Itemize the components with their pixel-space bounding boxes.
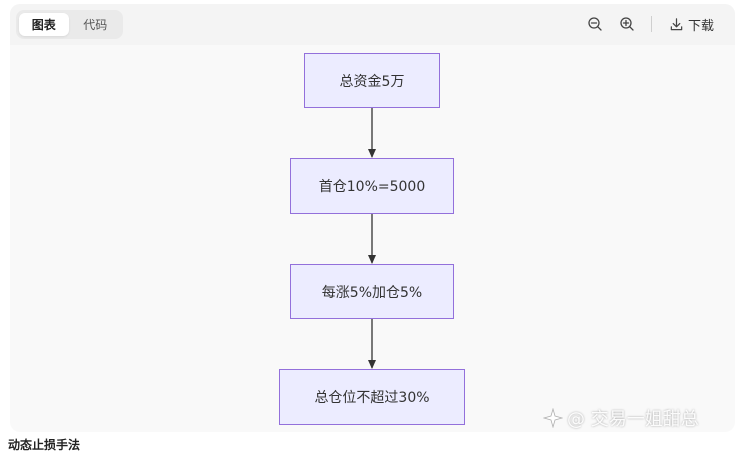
- tab-chart[interactable]: 图表: [19, 13, 69, 36]
- view-toggle: 图表 代码: [16, 10, 123, 39]
- zoom-out-icon: [588, 17, 602, 31]
- zoom-in-button[interactable]: [617, 14, 637, 34]
- flow-node-position-cap: 总仓位不超过30%: [279, 369, 465, 425]
- diagram-card: 图表 代码 下载: [10, 4, 735, 432]
- flow-node-total-capital: 总资金5万: [304, 53, 440, 108]
- download-icon: [670, 17, 683, 30]
- zoom-in-icon: [620, 17, 634, 31]
- diagram-toolbar: 图表 代码 下载: [10, 4, 735, 45]
- toolbar-divider: [651, 16, 652, 32]
- flowchart-canvas: 总资金5万 首仓10%=5000 每涨5%加仓5% 总仓位不超过30%: [10, 45, 735, 432]
- download-label: 下载: [688, 18, 715, 34]
- download-button[interactable]: 下载: [669, 14, 714, 34]
- tab-code[interactable]: 代码: [83, 18, 108, 32]
- zoom-out-button[interactable]: [585, 14, 605, 34]
- sparkle-logo-icon: [543, 408, 563, 428]
- watermark: @ 交易一姐甜总: [543, 405, 699, 431]
- flowchart-edges: [368, 108, 376, 369]
- flow-node-first-position: 首仓10%=5000: [290, 158, 454, 214]
- watermark-text: @ 交易一姐甜总: [567, 409, 699, 430]
- flow-node-add-position: 每涨5%加仓5%: [290, 264, 454, 319]
